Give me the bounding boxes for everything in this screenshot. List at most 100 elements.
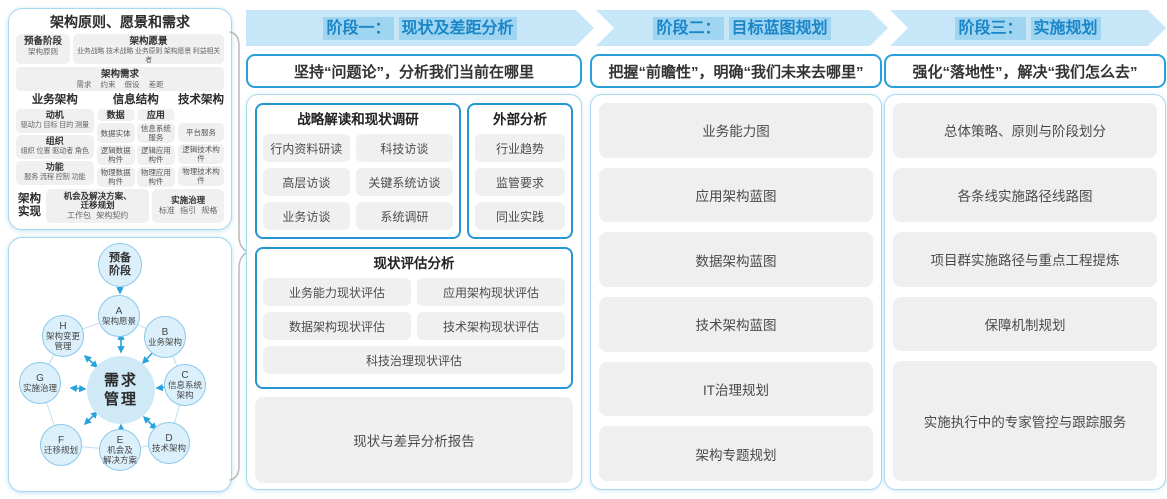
adm-node-h: H 架构变更 管理 [42,315,84,357]
phase3-subtitle: 强化“落地性”，解决“我们怎么去” [884,54,1166,88]
node-letter: D [165,432,173,444]
strategy-item: 业务访谈 [263,202,350,230]
information-structure-header: 信息结构 [112,94,159,106]
data-header: 数据 [96,109,135,121]
node-label: 信息系统 架构 [167,380,202,400]
node-label: 业务架构 [147,336,182,347]
assessment-title: 现状评估分析 [373,256,455,271]
phase2-item: 应用架构蓝图 [599,167,873,223]
phase3-item: 实施执行中的专家管控与跟踪服务 [893,361,1157,481]
strategy-item: 高层访谈 [263,168,350,196]
phase2-subtitle: 把握“前瞻性”，明确“我们未来去哪里” [590,54,882,88]
data-subcolumn: 数据 数据实体 逻辑数据构件 物理数据构件 [96,109,135,187]
center-arrow-g [69,384,87,393]
phase1-content-panel: 战略解读和现状调研 行内资料研读 科技访谈 高层访谈 关键系统访谈 业务访谈 系… [246,94,582,490]
architecture-implementation-label: 架构实现 [18,193,41,218]
function-box: 功能 服务 流程 控制 功能 [16,161,94,185]
strategy-item: 关键系统访谈 [355,168,453,196]
panel-title: 架构原则、愿景和需求 [50,14,190,30]
adm-prep-circle: 预备 阶段 [98,243,142,287]
technology-architecture-column: 技术架构 平台服务 逻辑技术构件 物理技术构件 [178,94,224,186]
node-label: 机会及 解决方案 [102,445,137,465]
node-letter: B [161,326,169,338]
phase2-header-band: 阶段二： 目标蓝图规划 [596,10,888,46]
assessment-item: 业务能力现状评估 [263,278,411,306]
organization-box: 组织 组织 位置 驱动者 角色 [16,135,94,159]
technology-item: 平台服务 [178,123,224,142]
strategy-item: 科技访谈 [355,134,453,162]
node-letter: A [115,305,123,317]
node-letter: C [181,370,189,381]
adm-node-g: G 实施治理 [19,362,61,404]
function-sub: 服务 流程 控制 功能 [24,172,86,181]
phase2-item: 数据架构蓝图 [599,232,873,288]
phase2-item: 技术架构蓝图 [599,297,873,352]
phase3-item: 总体策略、原则与阶段划分 [893,103,1157,158]
adm-node-f: F 迁移规划 [40,424,82,466]
architecture-requirements-sub: 需求 约束 假设 差距 [76,80,164,89]
phase3-item: 各条线实施路径线路图 [893,167,1157,223]
external-item: 同业实践 [475,202,565,230]
opportunities-migration-title: 机会及解决方案、 迁移规划 [63,190,132,210]
adm-node-a: A 架构愿景 [98,295,140,337]
application-item: 逻辑应用构件 [136,145,176,165]
external-analysis-title: 外部分析 [493,112,547,127]
phase3-item: 项目群实施路径与重点工程提炼 [893,232,1157,287]
strategy-item: 系统调研 [355,202,453,230]
technology-item: 逻辑技术构件 [178,144,224,164]
adm-node-c: C 信息系统 架构 [164,364,206,406]
adm-center-circle: 需求 管理 [87,356,155,424]
application-subcolumn: 应用 信息系统服务 逻辑应用构件 物理应用构件 [136,109,176,187]
phase2-item: 架构专题规划 [599,426,873,482]
architecture-principles-panel: 架构原则、愿景和需求 预备阶段 架构原则 架构愿景 业务战略 技术战略 业务原则… [8,8,232,230]
external-analysis-box: 外部分析 行业趋势 监管要求 同业实践 [467,103,573,239]
adm-node-e: E 机会及 解决方案 [99,429,141,471]
center-arrow-h [83,355,99,368]
strategy-item: 行内资料研读 [263,134,350,162]
prep-phase-title: 预备阶段 [23,36,62,47]
phase3-header-prefix: 阶段三： [955,17,1025,40]
current-state-assessment-box: 现状评估分析 业务能力现状评估 应用架构现状评估 数据架构现状评估 技术架构现状… [255,247,573,389]
architecture-requirements-title: 架构需求 [100,69,139,80]
application-item: 物理应用构件 [136,167,176,187]
organization-title: 组织 [45,136,64,146]
node-letter: G [36,372,44,384]
opportunities-migration-sub: 工作包 架构契约 [66,210,129,220]
implementation-governance-title: 实施治理 [171,195,206,206]
prep-phase-sub: 架构原则 [28,47,58,56]
assessment-item: 数据架构现状评估 [263,312,411,340]
phase3-header-title: 实施规划 [1031,17,1101,40]
prep-phase-box: 预备阶段 架构原则 [16,34,70,64]
application-header: 应用 [136,109,176,121]
gap-analysis-report-box: 现状与差异分析报告 [255,397,573,483]
phase3-item: 保障机制规划 [893,296,1157,352]
phase2-item: IT治理规划 [599,361,873,417]
data-item: 逻辑数据构件 [96,145,135,165]
external-item: 行业趋势 [475,134,565,162]
strategy-research-box: 战略解读和现状调研 行内资料研读 科技访谈 高层访谈 关键系统访谈 业务访谈 系… [255,103,461,239]
phase2-content-panel: 业务能力图 应用架构蓝图 数据架构蓝图 技术架构蓝图 IT治理规划 架构专题规划 [590,94,882,490]
node-label: 实施治理 [22,382,57,393]
business-architecture-column: 业务架构 动机 驱动力 目标 目的 测量 组织 组织 位置 驱动者 角色 功能 … [16,94,94,186]
implementation-governance-sub: 标准 指引 规格 [158,205,218,215]
organization-sub: 组织 位置 驱动者 角色 [20,146,89,155]
phase3-content-panel: 总体策略、原则与阶段划分 各条线实施路径线路图 项目群实施路径与重点工程提炼 保… [884,94,1166,490]
phase1-subtitle: 坚持“问题论”，分析我们当前在哪里 [246,54,582,88]
node-label: 迁移规划 [43,444,78,455]
technology-item: 物理技术构件 [178,166,224,186]
phase1-header-prefix: 阶段一： [323,17,393,40]
node-label: 技术架构 [151,442,186,453]
external-item: 监管要求 [475,168,565,196]
architecture-vision-box: 架构愿景 业务战略 技术战略 业务原则 架构愿景 利益相关者 [73,34,224,64]
phase1-header-band: 阶段一： 现状及差距分析 [246,10,594,46]
information-structure-column: 信息结构 数据 数据实体 逻辑数据构件 物理数据构件 应用 信息系统服务 逻辑应… [96,94,176,187]
phase2-item: 业务能力图 [599,103,873,158]
assessment-item: 技术架构现状评估 [417,312,565,340]
phase3-header-band: 阶段三： 实施规划 [890,10,1166,46]
architecture-vision-title: 架构愿景 [129,36,168,47]
adm-node-b: B 业务架构 [144,316,186,358]
node-letter: H [59,321,67,332]
motivation-sub: 驱动力 目标 目的 测量 [20,120,89,129]
architecture-requirements-box: 架构需求 需求 约束 假设 差距 [16,67,224,91]
phase2-header-prefix: 阶段二： [653,17,723,40]
